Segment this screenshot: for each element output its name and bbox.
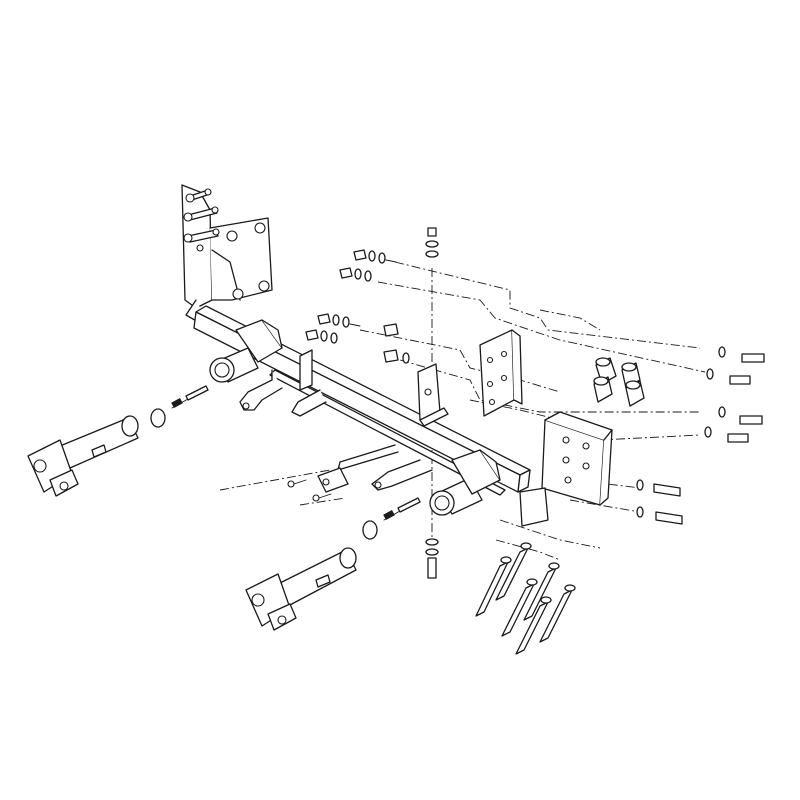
assembly-guide-lines	[219, 261, 706, 561]
lower-long-tab	[337, 444, 399, 471]
washer-row-3	[317, 313, 361, 328]
nut-mid-2	[383, 349, 410, 364]
left-receiver-tube	[209, 319, 283, 383]
bolts-lower	[475, 542, 576, 655]
stud-bolt-upper	[185, 188, 212, 203]
mount-nut	[232, 288, 244, 300]
lower-tab-right	[371, 459, 433, 491]
retaining-ring-right	[362, 520, 378, 540]
bolt-l4	[501, 578, 538, 637]
bolt-l6	[515, 596, 552, 655]
hardware-stack-top	[305, 227, 439, 364]
bolt-r5	[636, 479, 681, 497]
mount-nut	[226, 230, 238, 242]
bolt-r4	[704, 426, 749, 443]
bracket-hole	[196, 244, 204, 252]
bolt-l2	[475, 556, 512, 617]
spring-pin-left	[171, 385, 209, 409]
bolt-l5	[539, 584, 576, 643]
mount-nut	[258, 280, 270, 292]
lower-tab-left	[239, 369, 283, 411]
center-l-bracket	[417, 363, 449, 427]
lower-plate	[317, 467, 349, 493]
bolt-r1	[718, 346, 765, 363]
vertical-bolt-bottom	[425, 538, 439, 579]
bolt-r6	[636, 506, 683, 525]
mount-nut	[254, 222, 266, 234]
lower-tab-mid	[291, 389, 327, 417]
spacer-bushing-3	[593, 376, 613, 403]
right-tow-arm	[245, 547, 357, 631]
stud-bolt-lower	[183, 228, 220, 243]
nut-mid-1	[383, 323, 399, 337]
bolt-l1	[495, 542, 532, 601]
washer-row-1	[353, 249, 397, 264]
right-receiver-tube	[429, 449, 501, 516]
bolt-r2	[706, 368, 751, 385]
washer-row-4	[305, 329, 338, 344]
spacer-bushing-4	[625, 380, 645, 407]
retaining-ring-left	[150, 408, 166, 428]
bolts-right	[636, 346, 765, 525]
left-tow-arm	[27, 415, 139, 497]
right-side-bracket	[519, 411, 613, 527]
left-side-bracket	[181, 184, 273, 331]
spring-pin-right	[383, 497, 421, 521]
washer-row-2	[339, 267, 372, 282]
bolt-r3	[718, 406, 763, 425]
stud-bolt-mid	[183, 206, 219, 222]
screw-small-2	[312, 493, 332, 502]
center-bracket	[479, 329, 523, 417]
screw-small-1	[287, 479, 307, 488]
vertical-bolt-top	[425, 227, 439, 258]
bolt-l3	[523, 562, 560, 621]
